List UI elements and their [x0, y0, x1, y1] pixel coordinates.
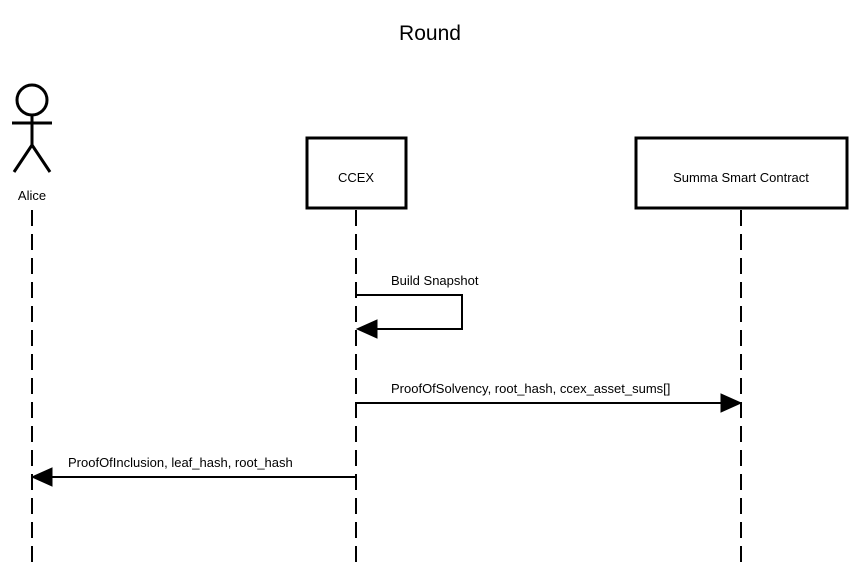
participant-box-ccex [305, 136, 408, 210]
message-label-proof-of-solvency: ProofOfSolvency, root_hash, ccex_asset_s… [391, 381, 670, 396]
message-line-build-snapshot [356, 294, 463, 330]
actor-alice: Alice [12, 83, 52, 203]
diagram-title: Round [399, 22, 461, 45]
arrowhead-proof-of-inclusion [30, 467, 53, 487]
participant-box-summa-smart-contract [634, 136, 849, 210]
arrowhead-proof-of-solvency [720, 393, 743, 413]
message-proof-of-inclusion: ProofOfInclusion, leaf_hash, root_hash [30, 455, 356, 487]
message-proof-of-solvency: ProofOfSolvency, root_hash, ccex_asset_s… [356, 381, 743, 413]
participant-label-summa-smart-contract: Summa Smart Contract [673, 170, 809, 185]
participant-ccex: CCEX [305, 136, 408, 210]
message-label-proof-of-inclusion: ProofOfInclusion, leaf_hash, root_hash [68, 455, 293, 470]
stick-figure-icon [12, 83, 52, 173]
participant-label-ccex: CCEX [338, 170, 374, 185]
message-build-snapshot: Build Snapshot [355, 273, 479, 339]
actor-label-alice: Alice [18, 188, 46, 203]
participant-summa-smart-contract: Summa Smart Contract [634, 136, 849, 210]
message-label-build-snapshot: Build Snapshot [391, 273, 479, 288]
arrowhead-build-snapshot [355, 319, 378, 339]
